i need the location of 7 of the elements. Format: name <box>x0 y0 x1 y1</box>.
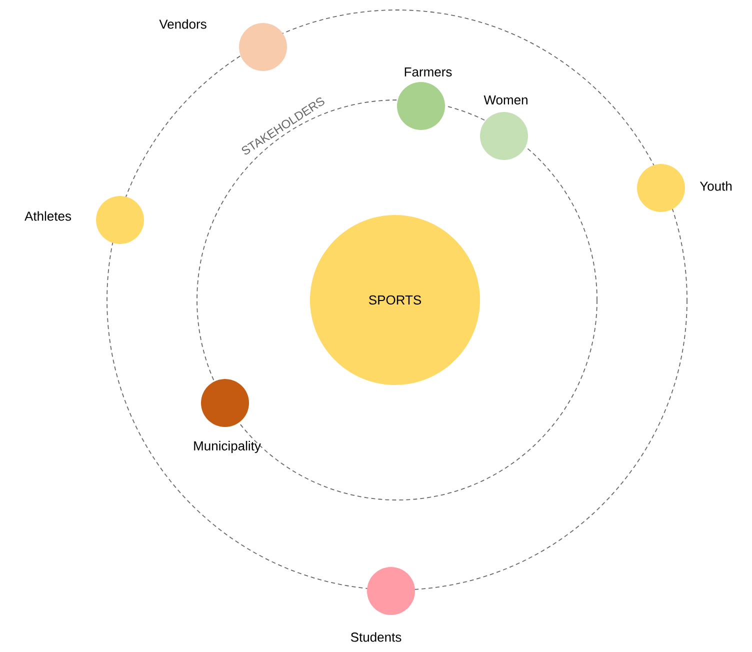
node-label: Students <box>350 632 402 642</box>
node-label: Municipality <box>194 440 261 454</box>
node-label: Women <box>484 95 528 105</box>
node-label: Vendors <box>159 19 206 29</box>
node-label: Farmers <box>404 67 452 77</box>
node-label: Youth <box>700 181 732 191</box>
node-label: Athletes <box>24 211 72 221</box>
